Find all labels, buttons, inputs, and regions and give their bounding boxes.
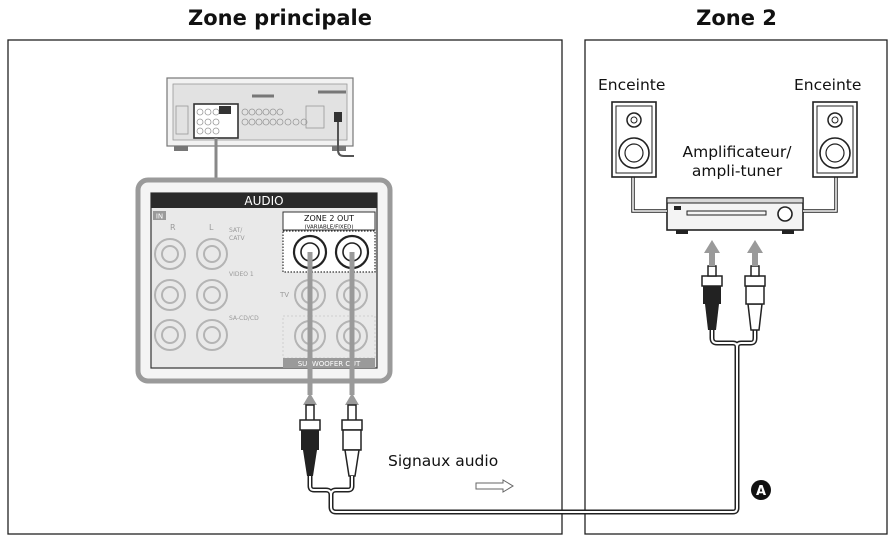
zone-2-title: Zone 2	[696, 6, 777, 30]
zone-principale-title: Zone principale	[188, 6, 372, 30]
speaker-left-label: Enceinte	[598, 76, 666, 94]
rca-plugs-main	[299, 404, 363, 477]
input-jacks	[154, 238, 368, 352]
plug-arrows-main	[307, 252, 355, 395]
audio-signals-label: Signaux audio	[388, 452, 499, 470]
audio-panel: AUDIO IN R L SAT/ CATV VIDEO 1 SA-CD/CD …	[135, 177, 393, 384]
plug-arrows-zone2	[704, 240, 763, 266]
zone2-out-label: ZONE 2 OUT	[304, 214, 354, 223]
amplifier-label-line2: ampli-tuner	[691, 162, 783, 180]
amplifier-label: Amplificateur/ ampli-tuner	[672, 143, 802, 181]
rca-plugs-zone2	[701, 265, 766, 331]
speaker-left	[611, 101, 657, 178]
panel-title: AUDIO	[244, 194, 283, 208]
signal-direction-arrow	[475, 479, 514, 493]
panel-sat-label: SAT/	[229, 227, 243, 234]
marker-a-label: A	[756, 484, 766, 499]
speaker-right	[812, 101, 858, 178]
av-receiver	[166, 77, 354, 157]
amplifier-tuner	[666, 197, 804, 234]
panel-catv-label: CATV	[229, 235, 245, 242]
panel-l-label: L	[209, 223, 214, 232]
zone-2-box	[584, 39, 888, 535]
panel-sacd-label: SA-CD/CD	[229, 315, 259, 322]
panel-r-label: R	[170, 223, 176, 232]
marker-a: A	[751, 480, 771, 500]
panel-video1-label: VIDEO 1	[229, 271, 254, 278]
variable-fixed-label: (VARIABLE/FIXED)	[304, 225, 353, 231]
panel-tv-label: TV	[279, 291, 289, 299]
speaker-right-label: Enceinte	[794, 76, 862, 94]
subwoofer-out-label: SUBWOOFER OUT	[298, 360, 361, 368]
amplifier-label-line1: Amplificateur/	[682, 143, 792, 161]
zone-principale-box	[7, 39, 563, 535]
panel-in-label: IN	[156, 213, 163, 221]
